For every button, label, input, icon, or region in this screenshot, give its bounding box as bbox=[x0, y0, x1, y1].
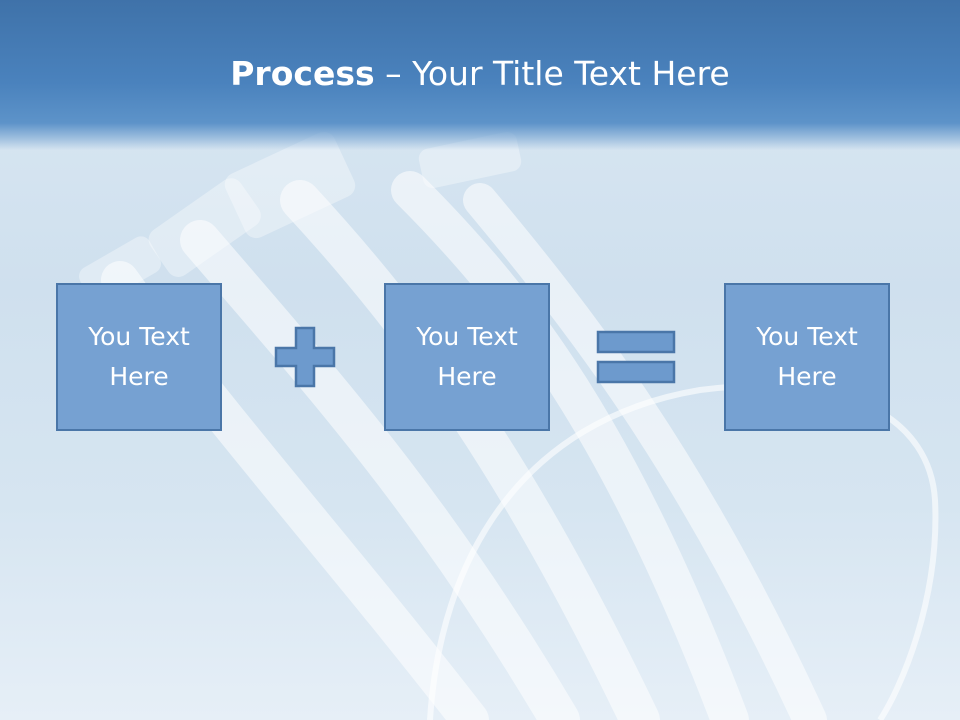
process-box-1[interactable]: You Text Here bbox=[56, 283, 222, 431]
process-box-2-text: You Text Here bbox=[416, 322, 518, 391]
plus-icon bbox=[274, 326, 336, 388]
slide-title: Process – Your Title Text Here bbox=[0, 52, 960, 96]
process-box-2[interactable]: You Text Here bbox=[384, 283, 550, 431]
process-box-1-text: You Text Here bbox=[88, 322, 190, 391]
slide-title-rest: – Your Title Text Here bbox=[374, 54, 730, 93]
process-box-3-text: You Text Here bbox=[756, 322, 858, 391]
process-box-3[interactable]: You Text Here bbox=[724, 283, 890, 431]
slide-title-bold: Process bbox=[230, 54, 375, 93]
equals-icon bbox=[596, 330, 676, 384]
title-bar bbox=[0, 0, 960, 150]
